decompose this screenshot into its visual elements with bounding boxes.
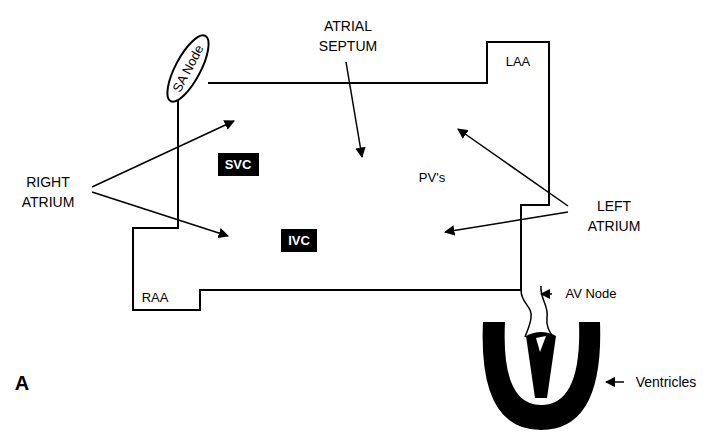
leader-lines — [92, 62, 624, 382]
septum-notch — [536, 336, 546, 352]
av-node-pathway — [541, 286, 553, 337]
av-node-pathway — [521, 290, 531, 337]
chamber-label: LEFT ATRIUM — [581, 196, 647, 237]
structure-label: Ventricles — [636, 372, 697, 392]
leader-line — [346, 62, 362, 157]
leader-line — [445, 212, 568, 232]
ventricles-septum — [526, 332, 556, 398]
structure-label: LAA — [506, 53, 531, 72]
node-label: IVC — [288, 233, 310, 248]
leader-line — [458, 129, 568, 206]
leader-line — [541, 293, 552, 295]
node-label: SVC — [225, 157, 252, 172]
panel-letter: A — [15, 369, 29, 398]
chamber-label: RIGHT ATRIUM — [15, 172, 81, 213]
vein-box: IVC — [281, 229, 317, 252]
structure-label: AV Node — [565, 285, 616, 304]
structure-label: PV's — [419, 169, 445, 188]
leader-line — [92, 121, 234, 187]
leader-line — [92, 192, 228, 236]
structure-label: ATRIAL SEPTUM — [308, 16, 388, 57]
sa-node-ellipse: SA Node — [158, 28, 218, 108]
ellipse-outline — [160, 29, 217, 106]
leader-line — [606, 381, 624, 383]
vein-box: SVC — [218, 153, 259, 176]
structure-label: RAA — [142, 289, 169, 308]
ventricles-shape — [483, 322, 601, 430]
